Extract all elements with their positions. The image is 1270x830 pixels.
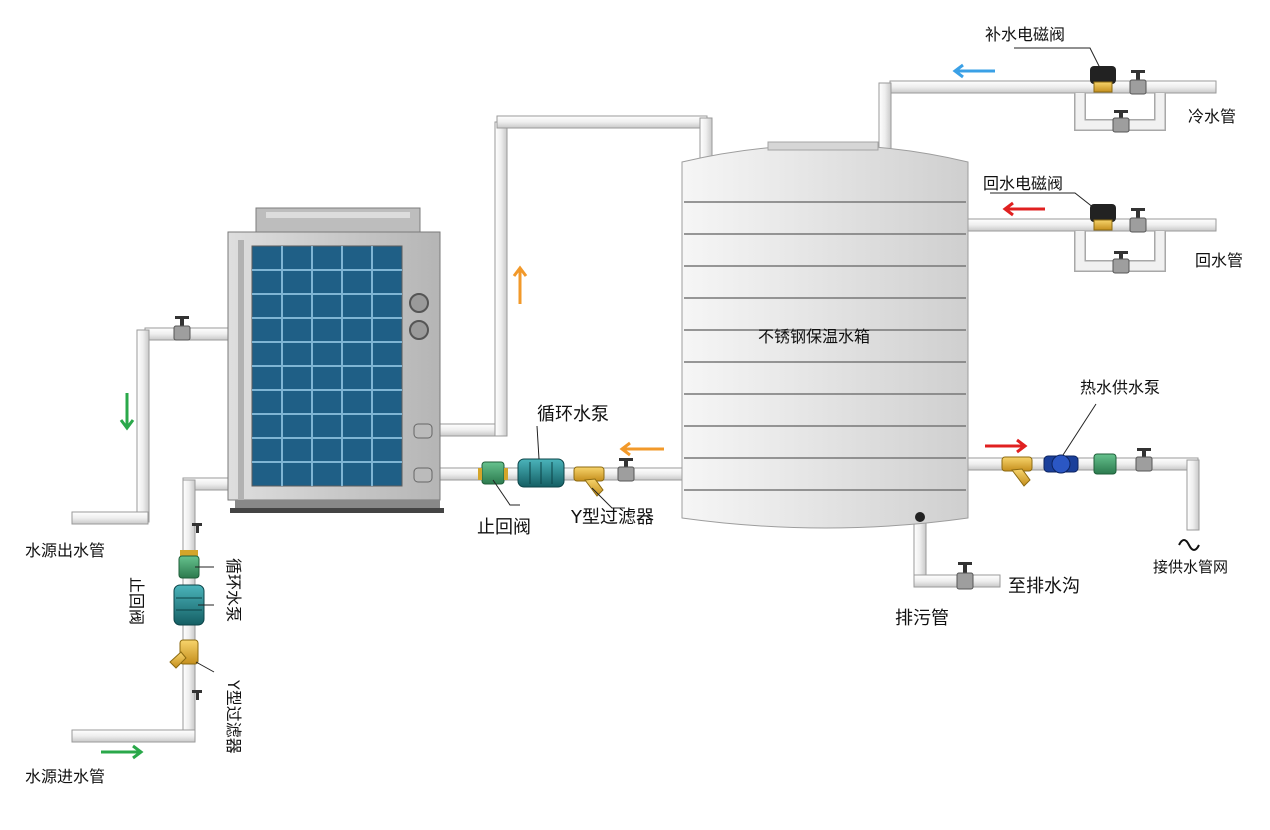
label-circ-pump-side: 循环水泵 xyxy=(224,558,243,622)
cold-gate-valve xyxy=(1129,70,1147,95)
return-water-pipe xyxy=(962,218,1217,232)
check-valve-icon xyxy=(1093,453,1117,475)
label-circ-pump-top: 循环水泵 xyxy=(537,404,609,425)
flow-arrow-icon xyxy=(119,393,135,431)
label-hot-supply-pump: 热水供水泵 xyxy=(1080,378,1160,397)
flow-arrow-icon xyxy=(512,265,528,304)
cold-water-pipe xyxy=(889,80,1217,94)
label-source-in: 水源进水管 xyxy=(25,767,105,786)
label-drain-pipe: 排污管 xyxy=(895,608,949,629)
flow-arrows xyxy=(101,63,1045,760)
circulation-pump-top xyxy=(517,458,565,488)
label-check-valve-side: 止回阀 xyxy=(127,577,146,625)
solenoid-valve-icon xyxy=(1090,204,1116,222)
hot-supply-pump xyxy=(1043,454,1079,474)
flow-arrow-icon xyxy=(1002,201,1045,217)
supply-gate-valve xyxy=(1135,448,1153,472)
y-filter-top xyxy=(573,466,605,497)
label-return-solenoid: 回水电磁阀 xyxy=(983,174,1063,193)
source-out-pipe xyxy=(136,329,150,523)
label-source-out: 水源出水管 xyxy=(25,541,105,560)
solenoid-valve-icon xyxy=(1090,66,1116,84)
return-solenoid-valve xyxy=(1090,204,1116,231)
source-out-valve xyxy=(173,316,191,341)
label-tank: 不锈钢保温水箱 xyxy=(758,327,870,346)
flow-arrow-icon xyxy=(952,63,995,79)
drain-valve xyxy=(915,512,974,590)
hot-supply-pipe xyxy=(965,457,1199,471)
heat-pump-unit xyxy=(227,207,444,513)
valve-handle-icon xyxy=(1131,70,1145,73)
check-valve-supply xyxy=(1093,453,1117,475)
label-check-valve-top: 止回阀 xyxy=(477,517,531,538)
check-valve-top xyxy=(478,461,508,485)
y-filter-icon xyxy=(1011,468,1031,487)
supply-network-symbol xyxy=(1178,539,1200,551)
makeup-solenoid-valve xyxy=(1090,66,1116,93)
label-return-pipe: 回水管 xyxy=(1195,251,1243,270)
flow-arrow-icon xyxy=(985,438,1028,454)
circulation-gate-valve xyxy=(617,458,635,482)
y-filter-icon xyxy=(169,651,187,669)
y-filter-icon xyxy=(584,478,604,497)
gauge-icon xyxy=(409,320,429,340)
label-supply-network: 接供水管网 xyxy=(1153,558,1228,576)
label-to-drain: 至排水沟 xyxy=(1008,576,1080,597)
makeup-riser-pipe xyxy=(878,82,892,156)
cold-bypass-valve xyxy=(1112,110,1130,133)
label-cold-pipe: 冷水管 xyxy=(1188,107,1236,126)
label-y-filter-side: Y型过滤器 xyxy=(224,679,243,754)
hot-riser-pipe xyxy=(494,121,508,437)
return-bypass-valve xyxy=(1112,251,1130,274)
gauge-icon xyxy=(409,293,429,313)
pump-icon xyxy=(1051,454,1071,474)
y-filter-supply xyxy=(1001,456,1033,487)
flow-arrow-icon xyxy=(619,441,664,457)
storage-tank xyxy=(681,141,969,529)
label-y-filter-top: Y型过滤器 xyxy=(570,507,654,528)
return-gate-valve xyxy=(1129,208,1147,233)
drain-pipe xyxy=(913,519,927,585)
label-makeup-solenoid: 补水电磁阀 xyxy=(985,25,1065,44)
flow-arrow-icon xyxy=(101,744,144,760)
leader-lines xyxy=(195,47,1101,673)
